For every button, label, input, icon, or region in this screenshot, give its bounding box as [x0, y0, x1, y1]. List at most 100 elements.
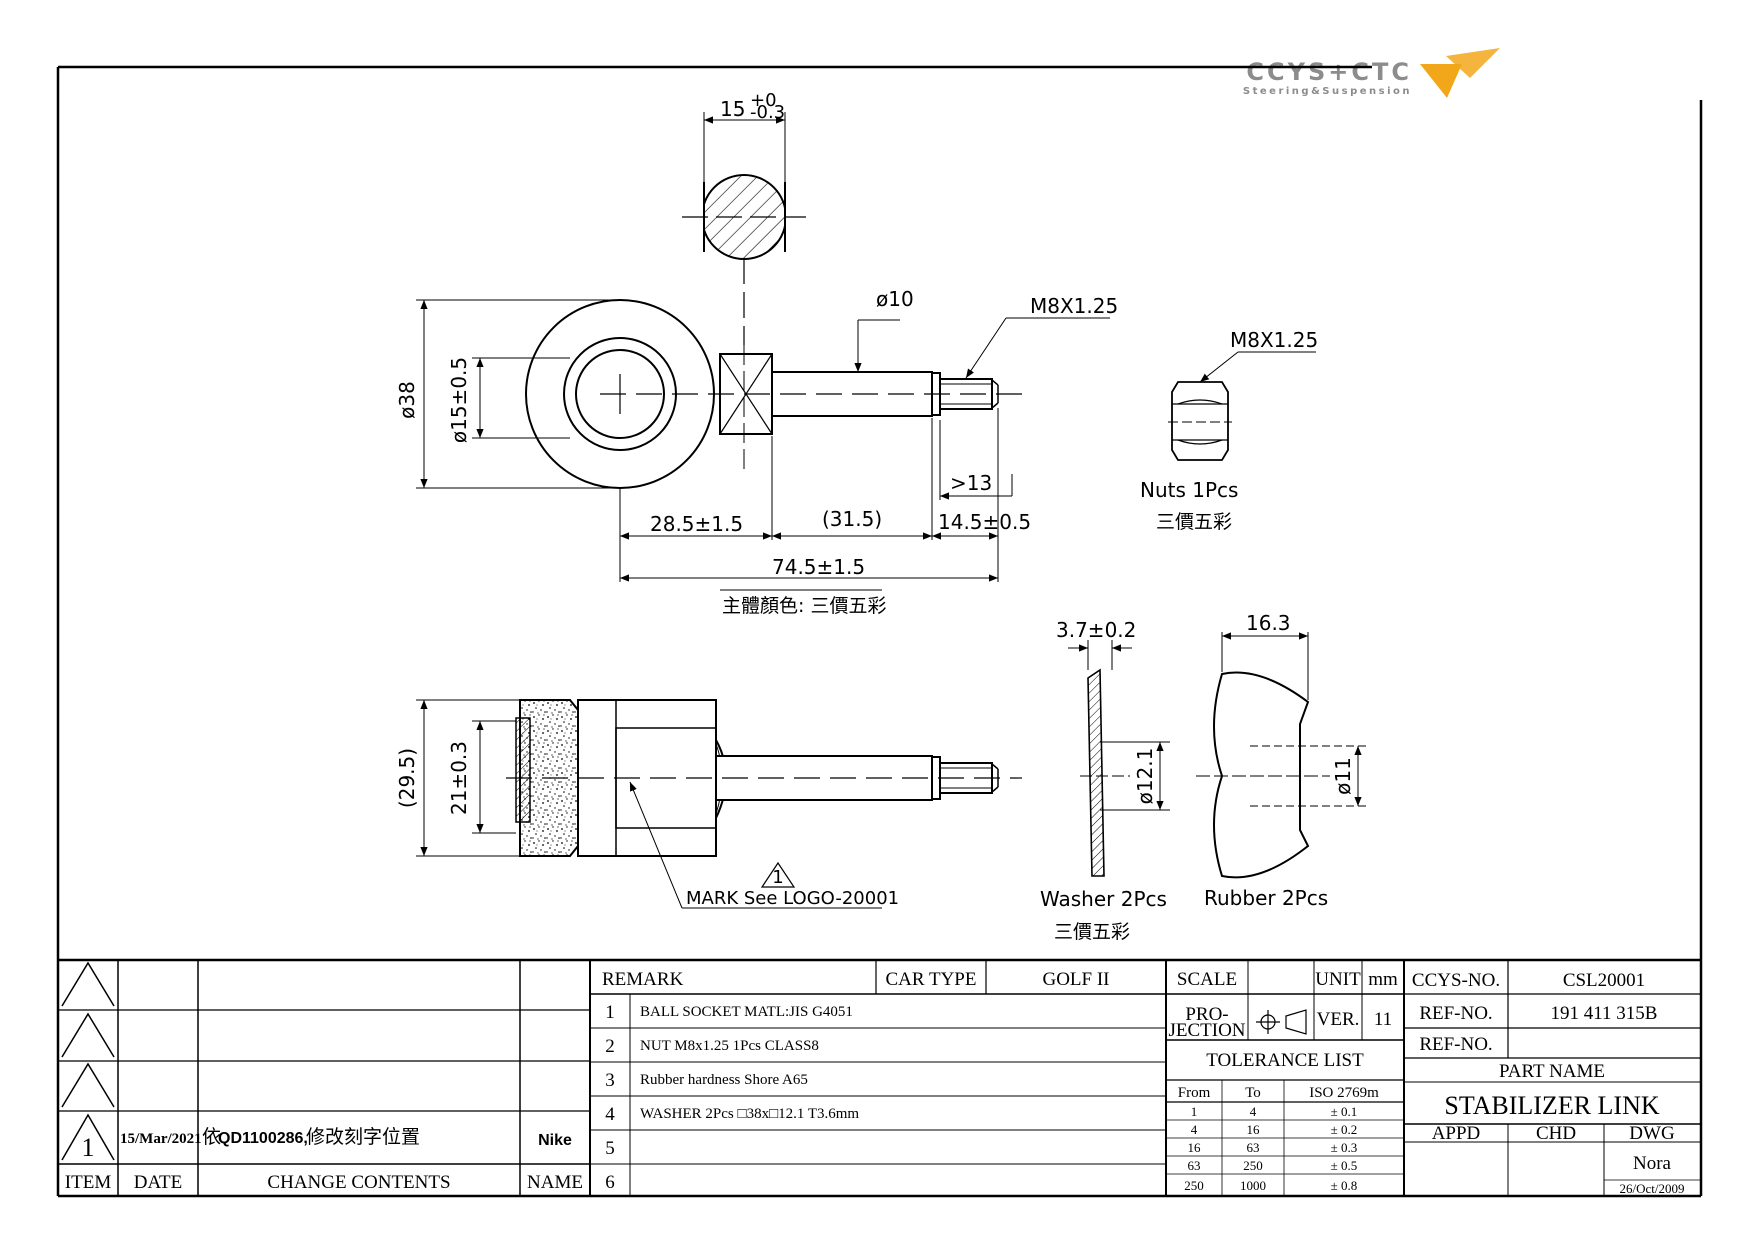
len-a-dim: 28.5±1.5 [650, 512, 743, 536]
tol-header-from: From [1178, 1085, 1211, 1101]
ccys-label: CCYS-NO. [1412, 970, 1500, 991]
remark-table: REMARK CAR TYPE GOLF II 1 BALL SOCKET MA… [602, 969, 1110, 1193]
tol-header-iso: ISO 2769m [1309, 1085, 1379, 1101]
nut-thread-dim: M8X1.25 [1230, 328, 1318, 352]
rubber-view: 16.3 ø11 Rubber 2Pcs [1196, 611, 1366, 910]
len-total-dim: 74.5±1.5 [772, 555, 865, 579]
projection-label-2: JECTION [1168, 1020, 1245, 1041]
tol-val-5: ± 0.8 [1331, 1178, 1358, 1193]
shaft-dia-dim: ø10 [876, 287, 914, 311]
rev-header-name: NAME [527, 1172, 583, 1193]
tol-to-1: 4 [1250, 1104, 1257, 1119]
side-inner-dim: 21±0.3 [447, 741, 471, 815]
remark-no-3: 3 [605, 1070, 615, 1091]
tolerance-list: TOLERANCE LIST From To ISO 2769m 1 4 ± 0… [1178, 1050, 1379, 1193]
nut-view: M8X1.25 Nuts 1Pcs 三價五彩 [1140, 328, 1318, 533]
remark-no-5: 5 [605, 1138, 615, 1159]
rubber-label: Rubber 2Pcs [1204, 886, 1328, 910]
side-view-dimensions: (29.5) 21±0.3 1 MARK See LOGO-20001 [395, 699, 899, 909]
title-block-grid [58, 958, 1701, 1196]
rev-header-contents: CHANGE CONTENTS [267, 1172, 450, 1193]
rubber-width-dim: 16.3 [1246, 611, 1291, 635]
logo-triangle-icon [1420, 64, 1462, 98]
front-view [525, 299, 1022, 489]
projection-label-1: PRO- [1185, 1004, 1228, 1025]
tol-from-5: 250 [1184, 1178, 1204, 1193]
revision-table: ITEM DATE CHANGE CONTENTS NAME 1 15/Mar/… [65, 1126, 583, 1193]
car-type-label: CAR TYPE [886, 969, 977, 990]
sheet-border [56, 65, 1703, 1198]
dwg-value: Nora [1633, 1153, 1672, 1174]
rev-row-name: Nike [538, 1132, 572, 1149]
ccys-no: CSL20001 [1563, 970, 1645, 991]
cross-section-view: 15 +0 -0.3 [682, 90, 806, 345]
unit-label: UNIT [1315, 969, 1361, 990]
front-view-dimensions: ø38 ø15±0.5 ø10 M8X1.25 >13 28.5±1.5 (31… [395, 287, 1118, 617]
remark-no-4: 4 [605, 1104, 615, 1125]
ver-label: VER. [1317, 1009, 1360, 1030]
chd-label: CHD [1536, 1123, 1576, 1144]
ver-value: 11 [1374, 1009, 1392, 1030]
section-tol-lower: -0.3 [750, 102, 785, 123]
remark-title: REMARK [602, 969, 684, 990]
tol-from-3: 16 [1188, 1140, 1202, 1155]
bore-dia-dim: ø15±0.5 [447, 357, 471, 443]
remark-no-6: 6 [605, 1172, 615, 1193]
projection-symbol-icon [1256, 1009, 1307, 1035]
ref-label-1: REF-NO. [1419, 1003, 1492, 1024]
washer-view: 3.7±0.2 ø12.1 Washer 2Pcs 三價五彩 [1040, 618, 1170, 943]
section-width-dim: 15 [720, 97, 745, 121]
dwg-date: 26/Oct/2009 [1620, 1181, 1685, 1196]
logo-brand: CCYS+CTC [1246, 58, 1412, 86]
tol-to-5: 1000 [1240, 1178, 1266, 1193]
tol-to-4: 250 [1243, 1158, 1263, 1173]
side-view [506, 699, 1022, 857]
tol-to-2: 16 [1247, 1122, 1261, 1137]
dwg-label: DWG [1629, 1123, 1675, 1144]
rev-row-content-code: QD1100286, [218, 1130, 308, 1147]
tol-val-1: ± 0.1 [1331, 1104, 1358, 1119]
ref-no-1: 191 411 315B [1551, 1003, 1658, 1024]
tol-val-2: ± 0.2 [1331, 1122, 1358, 1137]
washer-thickness-dim: 3.7±0.2 [1056, 618, 1136, 642]
washer-label: Washer 2Pcs [1040, 887, 1167, 911]
washer-finish: 三價五彩 [1054, 921, 1130, 943]
rubber-bore-dim: ø11 [1331, 757, 1355, 795]
mark-note: MARK See LOGO-20001 [686, 888, 899, 909]
part-info-block: CCYS-NO. CSL20001 REF-NO. 191 411 315B R… [1412, 970, 1685, 1196]
rev-row-date: 15/Mar/2021 [120, 1131, 202, 1147]
rev-header-item: ITEM [65, 1172, 112, 1193]
tol-to-3: 63 [1247, 1140, 1260, 1155]
nut-label: Nuts 1Pcs [1140, 478, 1238, 502]
part-name-label: PART NAME [1499, 1061, 1605, 1082]
side-height-dim: (29.5) [395, 748, 419, 808]
remark-no-1: 1 [605, 1002, 615, 1023]
rev-row-content-prefix: 依 [202, 1126, 221, 1148]
warning-mark: 1 [772, 867, 783, 888]
tolerance-title: TOLERANCE LIST [1206, 1050, 1364, 1071]
tol-header-to: To [1245, 1085, 1261, 1101]
remark-text-3: Rubber hardness Shore A65 [640, 1072, 808, 1088]
remark-text-2: NUT M8x1.25 1Pcs CLASS8 [640, 1038, 819, 1054]
rev-row-item: 1 [82, 1133, 95, 1162]
nut-finish: 三價五彩 [1156, 511, 1232, 533]
appd-label: APPD [1432, 1123, 1481, 1144]
rev-header-date: DATE [134, 1172, 183, 1193]
ref-label-2: REF-NO. [1419, 1034, 1492, 1055]
logo-tagline: Steering&Suspension [1243, 86, 1412, 97]
section-tol-upper: +0 [750, 90, 777, 111]
scale-block: SCALE UNIT mm PRO- JECTION VER. 11 [1168, 969, 1398, 1041]
tol-val-4: ± 0.5 [1331, 1158, 1358, 1173]
scale-label: SCALE [1177, 969, 1237, 990]
tol-from-2: 4 [1191, 1122, 1198, 1137]
thread-dim: M8X1.25 [1030, 294, 1118, 318]
rev-row-content-suffix: 修改刻字位置 [306, 1126, 420, 1148]
len-b-dim: (31.5) [822, 507, 882, 531]
washer-bore-dim: ø12.1 [1133, 748, 1157, 805]
tol-val-3: ± 0.3 [1331, 1140, 1358, 1155]
part-name: STABILIZER LINK [1444, 1091, 1659, 1120]
tol-from-1: 1 [1191, 1104, 1198, 1119]
len-c-dim: 14.5±0.5 [938, 510, 1031, 534]
